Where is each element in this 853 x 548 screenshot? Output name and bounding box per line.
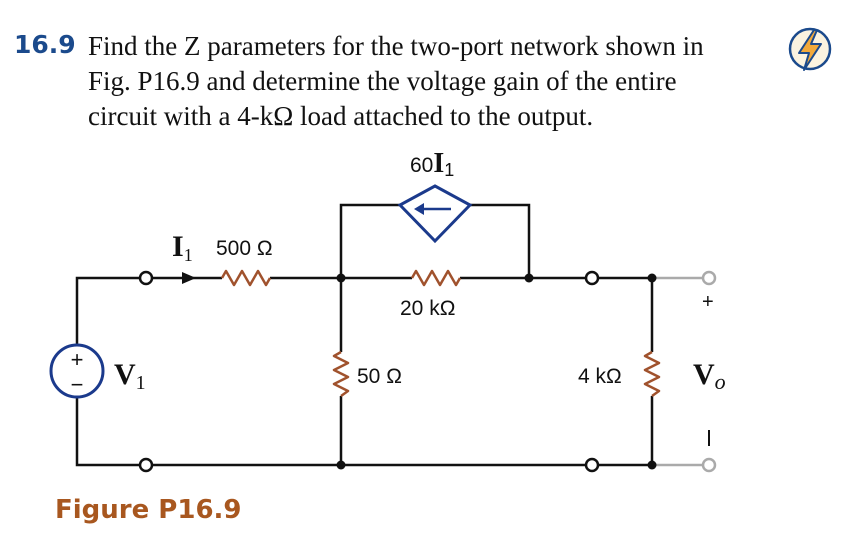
problem-line-2: Fig. P16.9 and determine the voltage gai… <box>88 66 677 96</box>
junction-dots <box>336 273 657 470</box>
dependent-current-source <box>397 184 473 244</box>
port-terminals <box>138 270 600 473</box>
current-direction-arrow <box>182 272 196 284</box>
figure-caption: Figure P16.9 <box>55 495 242 525</box>
resistor-50-ohm <box>332 350 350 398</box>
output-vo-label: Vo <box>693 358 726 394</box>
problem-line-1: Find the Z parameters for the two-port n… <box>88 31 704 61</box>
output-terminals <box>701 270 717 473</box>
source-plus-sign: + <box>71 347 84 372</box>
resistor-4k-ohm-load <box>643 350 661 398</box>
dependent-source-label: 60I1 <box>410 148 454 180</box>
resistor-20k-ohm-label: 20 kΩ <box>400 297 455 320</box>
resistor-50-ohm-label: 50 Ω <box>357 365 402 388</box>
problem-line-3: circuit with a 4-kΩ load attached to the… <box>88 101 594 131</box>
voltage-source-v1: + − <box>49 343 105 399</box>
lightning-bolt-icon[interactable] <box>787 24 833 74</box>
output-plus-sign: + <box>702 291 714 313</box>
source-minus-sign: − <box>71 372 84 397</box>
source-v1-label: V1 <box>114 358 146 394</box>
problem-statement: Find the Z parameters for the two-port n… <box>88 29 788 134</box>
output-leads <box>652 276 703 467</box>
resistor-500-ohm-label: 500 Ω <box>216 237 273 260</box>
resistor-500-ohm <box>220 269 272 287</box>
current-i1-label: I1 <box>172 230 193 265</box>
resistor-4k-ohm-label: 4 kΩ <box>578 365 622 388</box>
wires <box>75 203 654 467</box>
problem-number: 16.9 <box>14 30 76 59</box>
resistor-20k-ohm <box>410 269 462 287</box>
